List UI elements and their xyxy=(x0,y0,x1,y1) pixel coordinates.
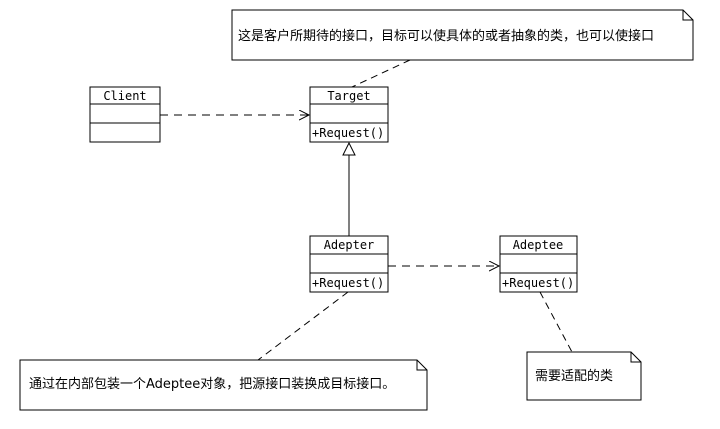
class-adapter: Adepter +Request() xyxy=(309,235,389,293)
class-adaptee-name: Adeptee xyxy=(513,238,564,252)
class-adaptee-operation: +Request() xyxy=(502,276,574,290)
class-target: Target +Request() xyxy=(309,86,389,143)
class-adaptee: Adeptee +Request() xyxy=(499,235,578,293)
note-target-text: 这是客户所期待的接口，目标可以使具体的或者抽象的类，也可以使接口 xyxy=(238,28,654,44)
generalization-adapter-target xyxy=(342,141,356,236)
note-adaptee-text: 需要适配的类 xyxy=(535,368,613,384)
note-adapter-connector xyxy=(257,291,349,361)
class-target-operation: +Request() xyxy=(312,126,384,140)
class-client-name: Client xyxy=(103,89,146,103)
class-adapter-operation: +Request() xyxy=(312,276,384,290)
note-adaptee: 需要适配的类 xyxy=(526,351,642,401)
note-adaptee-connector xyxy=(539,291,573,353)
class-client: Client xyxy=(89,86,161,143)
class-adapter-name: Adepter xyxy=(324,238,375,252)
note-target-connector xyxy=(351,59,411,88)
class-target-name: Target xyxy=(327,89,370,103)
note-adapter-text: 通过在内部包装一个Adeptee对象，把源接口装换成目标接口。 xyxy=(29,376,395,392)
note-adapter: 通过在内部包装一个Adeptee对象，把源接口装换成目标接口。 xyxy=(19,359,428,411)
note-target: 这是客户所期待的接口，目标可以使具体的或者抽象的类，也可以使接口 xyxy=(231,9,694,61)
